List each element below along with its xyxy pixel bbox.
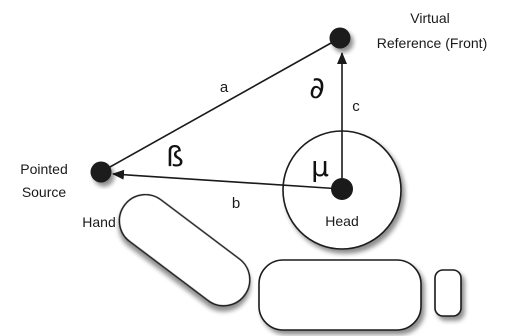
side-arm-shape — [435, 270, 461, 316]
torso-shape — [259, 260, 421, 330]
angle-source-symbol: ß — [166, 140, 184, 173]
virtual-reference-label-line1: Virtual — [410, 10, 449, 26]
virtual-reference-point — [330, 28, 351, 49]
head-label: Head — [325, 213, 358, 229]
side-a-label: a — [220, 79, 229, 96]
pointed-source-label-line2: Source — [22, 184, 67, 200]
angle-head-symbol: μ — [311, 150, 329, 183]
hand-label: Hand — [82, 214, 115, 230]
virtual-reference-label-line2: Reference (Front) — [377, 35, 487, 51]
head-point — [331, 178, 353, 200]
pointed-source-label-line1: Pointed — [20, 161, 67, 177]
angle-reference-symbol: ∂ — [309, 71, 325, 106]
side-c-label: c — [352, 98, 360, 115]
side-b-label: b — [232, 195, 240, 212]
pointed-source-point — [91, 162, 112, 183]
